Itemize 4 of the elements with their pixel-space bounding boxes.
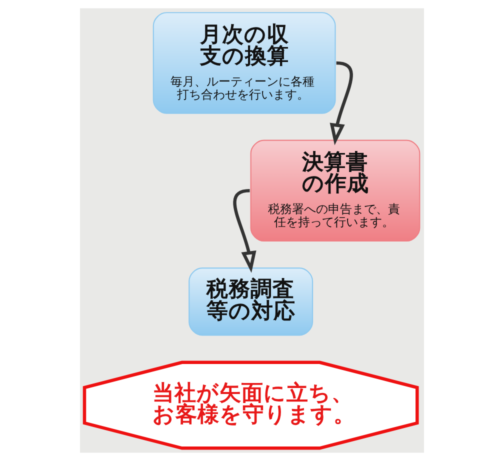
node-box: 月次の収支の換算 毎月、ルーティーンに各種打ち合わせを行います。 [152, 12, 336, 114]
node-box: 税務調査等の対応 [188, 268, 313, 336]
arrow [232, 189, 256, 273]
node-box: 決算書の作成 税務署への申告まで、責任を持って行います。 [250, 140, 420, 242]
